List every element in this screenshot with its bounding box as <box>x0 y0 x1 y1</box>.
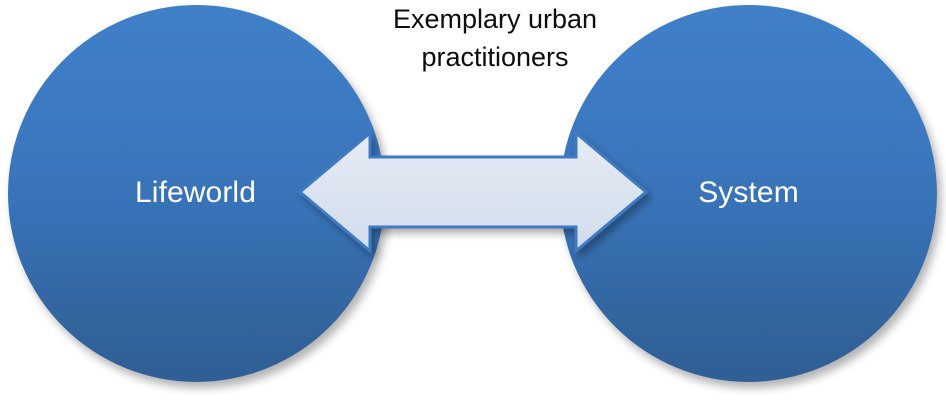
connector-bidirectional-arrow[interactable] <box>290 122 656 262</box>
caption-line-2: practitioners <box>421 42 569 73</box>
double-headed-arrow-icon <box>297 129 649 255</box>
caption-line-1: Exemplary urban <box>392 4 598 34</box>
node-system-label: System <box>698 175 799 209</box>
node-lifeworld-label: Lifeworld <box>135 175 256 209</box>
diagram-caption: Exemplary urban practitioners <box>330 0 660 77</box>
